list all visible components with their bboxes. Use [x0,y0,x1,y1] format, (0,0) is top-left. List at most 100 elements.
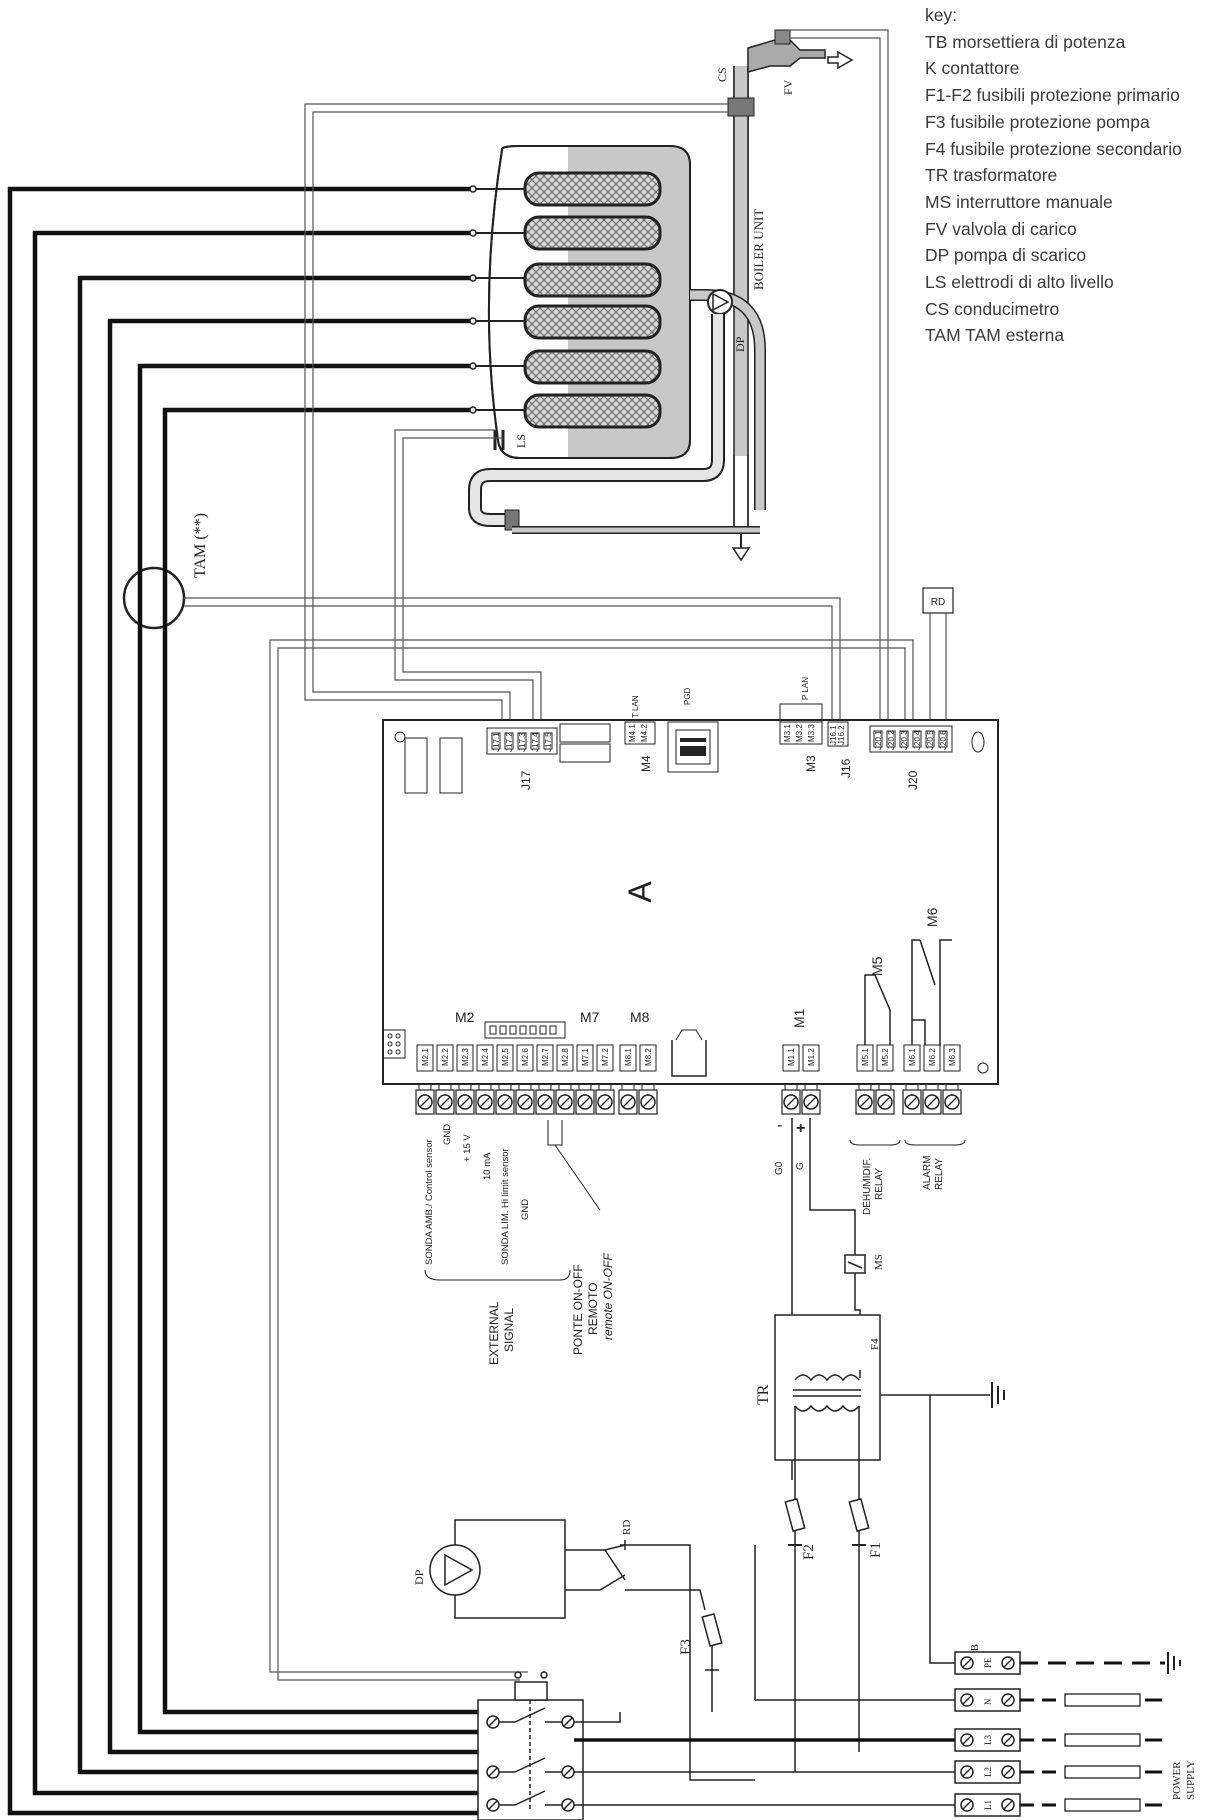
key-item: CS conducimetro [925,298,1060,319]
pin-label: M2.2 [441,1048,450,1066]
dehumidif-relay-label: RELAY [874,1168,885,1200]
m7-label: M7 [580,1009,600,1025]
pin-label: M2.1 [421,1048,430,1066]
m6-label: M6 [924,907,940,927]
drain-pipe [468,314,760,534]
tb-terminal-label: L3 [983,1735,993,1745]
pin-label: M2.8 [561,1048,570,1066]
pin-label: J20.5 [926,730,935,750]
m2-label: M2 [455,1009,475,1025]
signal-wires [184,29,947,1681]
j20-label: J20 [906,770,920,790]
feed-pipe [731,66,751,562]
controller-board-a: A J17 M4 T LAN PGD M3 P LAN J16 J20 M2 M… [382,677,999,1085]
boiler-unit-label: BOILER UNIT [751,209,766,290]
key-title: key: [925,5,958,25]
relay-labels: DEHUMIDIF. RELAY ALARM RELAY [849,1139,966,1215]
cs-label: CS [715,67,729,82]
pin-label: J17.5 [544,732,553,752]
pin-label: M2.7 [541,1048,550,1066]
m5-label: M5 [869,956,885,976]
rd-top-label: RD [931,597,945,608]
ponte-label: PONTE ON-OFF [571,1264,585,1355]
f2-label: F2 [801,1544,817,1560]
pin-label: M2.4 [481,1048,490,1066]
fv-valve: FV [747,29,854,95]
m4-label: M4 [639,755,653,772]
f4-label: F4 [869,1338,881,1350]
pin-label: J17.1 [492,732,501,752]
supply-fuse [1064,1798,1141,1812]
pin-label: M6.1 [908,1048,917,1066]
pin-label: J17.4 [531,732,540,752]
key-item: LS elettrodi di alto livello [925,272,1114,293]
dp-pump-boiler: DP [690,289,766,510]
pin-label: M7.2 [601,1048,610,1066]
plan-label: P LAN [801,677,810,700]
pin-label: M2.6 [521,1048,530,1066]
pin-label: M2.5 [501,1048,510,1066]
pin-label: M8.2 [644,1048,653,1066]
pin-label: M4.2 [640,724,649,742]
key-item: F1-F2 fusibili protezione primario [925,85,1180,106]
m5-pins: M5.1 M5.2 [855,1044,895,1115]
pin-label: M3.2 [795,724,804,742]
pin-label: J20.4 [913,730,922,750]
rd-label: RD [621,1520,633,1535]
ls-electrodes [493,430,505,450]
steam-boiler-unit: LS STEAM BOILER UNIT [469,145,766,459]
key-item: TB morsettiera di potenza [925,31,1126,52]
signal-15v: + 15 V [462,1134,473,1162]
tr-label: TR [755,1384,772,1405]
remote-onoff-label: remote ON-OFF [601,1253,615,1340]
key-item: DP pompa di scarico [925,245,1087,266]
rd-top-relay: RD [922,587,954,614]
key-item: TR trasformatore [925,165,1058,186]
power-label: POWER [1171,1761,1183,1800]
boiler-electrodes [469,171,662,429]
supply-fuse [1064,1733,1141,1747]
dp-label: DP [412,1569,426,1585]
m3-label: M3 [804,755,818,772]
dehumidif-label: DEHUMIDIF. [862,1158,873,1215]
key-item: FV valvola di carico [925,218,1077,239]
pin-label: J17.2 [505,732,514,752]
f3-label: F3 [678,1639,694,1655]
pin-label: M8.1 [624,1048,633,1066]
ms-label: MS [873,1254,885,1270]
ls-label: LS [514,434,528,448]
g-label: G [795,1162,806,1170]
j16-label: J16 [839,758,853,778]
f1-label: F1 [868,1542,884,1558]
m8-pins: M8.1 M8.2 [618,1044,658,1115]
pin-label: J20.3 [900,730,909,750]
pin-label: J16.1 [829,725,838,745]
remoto-label: REMOTO [586,1283,600,1335]
pin-label: J20.2 [887,730,896,750]
pin-label: M5.2 [881,1048,890,1066]
m8-label: M8 [630,1009,650,1025]
pin-label: M6.3 [948,1048,957,1066]
key-item: F4 fusibile protezione secondario [925,138,1182,159]
alarm-relay-label: RELAY [934,1158,945,1190]
supply-fuse [1064,1693,1141,1707]
pin-label: M4.1 [628,724,637,742]
power-section [429,1118,1005,1781]
supply-fuse [1064,1765,1141,1779]
tlan-label: T LAN [631,695,640,718]
m2-signal-labels: SONDA AMB./ Control sensor GND + 15 V 10… [424,1120,615,1365]
pin-label: M5.1 [861,1048,870,1066]
key-legend: key: TB morsettiera di potenza K contatt… [925,2,1205,349]
dp-boiler-label: DP [733,336,747,352]
tam-label: TAM (**) [192,513,209,578]
pin-label: J17.3 [518,732,527,752]
pin-label: J16.2 [837,725,846,745]
